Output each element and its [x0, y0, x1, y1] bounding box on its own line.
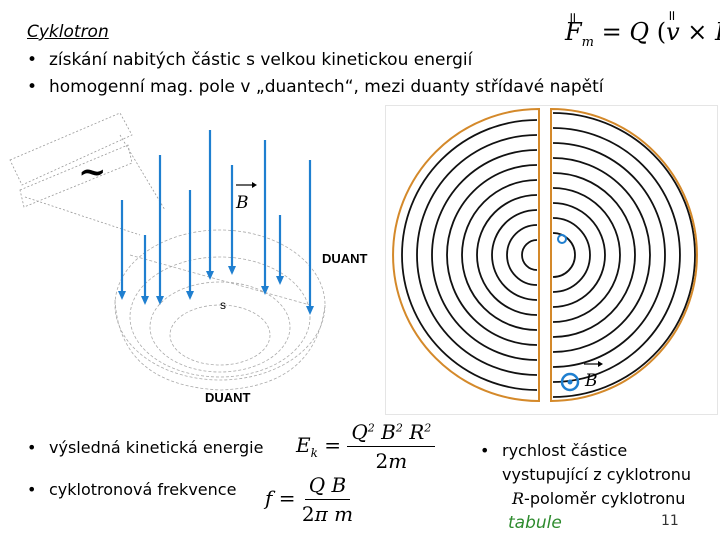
spiral-arc [506, 224, 538, 286]
spiral-arc [416, 134, 538, 376]
formula-lorentz-force: F॥m = Q (v॥ × B॥) [565, 8, 720, 50]
duant-label-top: DUANT [322, 251, 368, 266]
bullet-2: • homogenní mag. pole v „duantech“, mezi … [27, 77, 603, 97]
bullet-dot: • [480, 441, 490, 460]
field-arrow [141, 235, 149, 305]
field-b-label-right: B [584, 361, 603, 391]
particle-source [557, 234, 567, 244]
voltage-source-box [9, 112, 166, 236]
duant-left [392, 107, 540, 403]
radius-symbol: R [512, 489, 525, 508]
frequency-label: cyklotronová frekvence [49, 480, 237, 499]
board-link[interactable]: tabule [508, 513, 562, 533]
bullet-dot: • [27, 480, 37, 499]
bullet-speed: • rychlost částice [480, 441, 627, 460]
bullet-kinetic: • výsledná kinetická energie [27, 438, 263, 457]
field-arrow [306, 160, 314, 315]
spiral-arc [552, 172, 636, 338]
speed-line-1: rychlost částice [502, 441, 628, 460]
speed-line-3: R-poloměr cyklotronu [512, 489, 685, 508]
diagram-frame [385, 105, 718, 415]
spiral-arc [552, 127, 681, 383]
spiral-arc [552, 157, 651, 353]
bullet-dot: • [27, 438, 37, 457]
field-b-text: B [235, 193, 249, 213]
spiral-arc [491, 209, 538, 301]
spiral-arc [401, 119, 538, 391]
particle-spiral-path [401, 112, 696, 398]
spiral-arc [552, 232, 576, 278]
spiral-arc [521, 239, 538, 271]
gap-s-label: s [220, 298, 226, 312]
bullet-dot: • [27, 77, 38, 97]
spiral-arc [446, 164, 538, 346]
magnetic-field-arrows [118, 130, 314, 315]
radius-description: -poloměr cyklotronu [524, 489, 686, 508]
bullet-frequency: • cyklotronová frekvence [27, 480, 236, 499]
spiral-arc [552, 142, 666, 368]
kinetic-label: výsledná kinetická energie [49, 438, 264, 457]
field-arrow [156, 155, 164, 305]
field-b-label: B [235, 182, 257, 213]
spiral-arc [552, 112, 696, 398]
bullet-2-text: homogenní mag. pole v „duantech“, mezi d… [49, 77, 604, 97]
duant-label-bottom: DUANT [205, 390, 251, 405]
cyclotron-perspective-diagram: ~ B DUANT DUANT s [9, 112, 368, 405]
slide-title: Cyklotron [27, 22, 109, 42]
spiral-arc [476, 194, 538, 316]
duant-disc-outline [114, 229, 326, 391]
field-arrow [261, 140, 269, 295]
bullet-1: • získání nabitých částic s velkou kineti… [27, 50, 472, 70]
duant-right [550, 107, 698, 403]
spiral-arc [461, 179, 538, 331]
field-arrow [118, 200, 126, 300]
bullet-dot: • [27, 50, 38, 70]
field-out-of-page-icon [560, 372, 580, 392]
field-arrow [276, 215, 284, 285]
spiral-arc [552, 187, 621, 323]
field-arrow [228, 165, 236, 275]
bullet-1-text: získání nabitých částic s velkou kinetic… [49, 50, 473, 70]
field-b-text-right: B [584, 371, 598, 391]
tilde-ac-symbol: ~ [78, 152, 107, 192]
particle-icon [557, 234, 567, 244]
field-arrow [206, 130, 214, 280]
cyclotron-top-view-diagram: B [385, 105, 718, 415]
field-arrow [186, 190, 194, 300]
page-number: 11 [661, 513, 679, 529]
spiral-arc [552, 217, 591, 293]
spiral-arc [431, 149, 538, 361]
speed-line-2: vystupující z cyklotronu [502, 465, 692, 484]
spiral-arc [552, 202, 606, 308]
